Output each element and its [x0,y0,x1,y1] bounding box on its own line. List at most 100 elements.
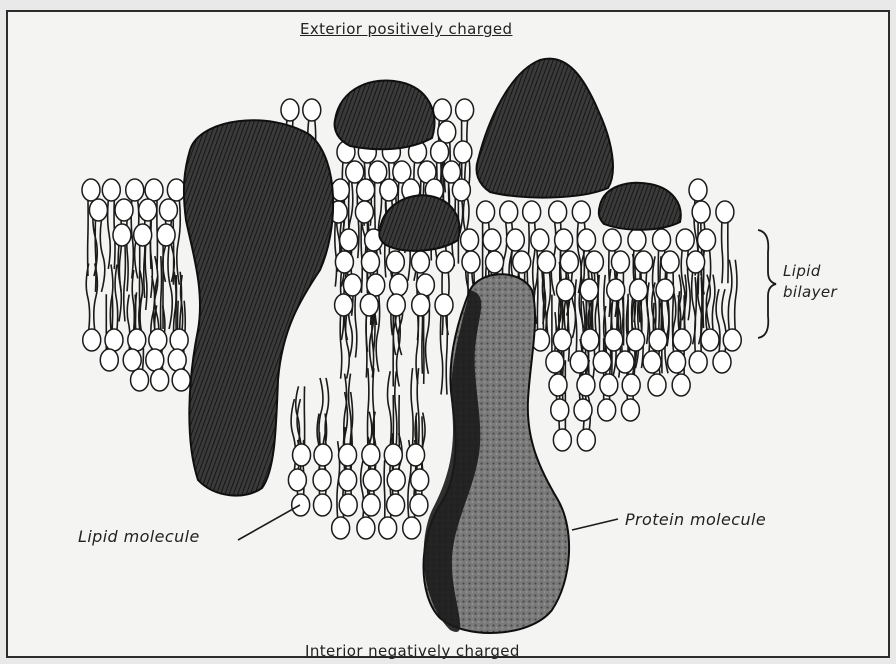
lipid-head [292,494,310,516]
lipid-head [416,274,434,296]
lipid-head [387,469,405,491]
lipid-tail [695,277,696,352]
transmembrane-protein-left [184,120,333,495]
lipid-head [553,329,571,351]
lipid-head [635,251,653,273]
lipid-head [648,374,666,396]
lipid-head [411,251,429,273]
exterior-label: Exterior positively charged [300,20,512,38]
lipid-tail [366,315,367,378]
protein-molecule-label: Protein molecule [625,510,766,529]
lipid-head [332,517,350,539]
lipid-head [281,99,299,121]
lipid-head [581,329,599,351]
lipid-head [452,179,470,201]
lipid-tail [168,245,172,329]
lipid-head [390,274,408,296]
lipid-head [113,224,131,246]
peripheral-protein-right [477,59,613,198]
lipid-head [436,251,454,273]
lipid-tail [543,273,544,330]
lipid-head [149,329,167,351]
peripheral-protein-center [379,195,459,250]
lipid-head [100,349,118,371]
lipid-head [293,444,311,466]
lipid-head [367,274,385,296]
lipid-tail [100,220,105,292]
lipid-head [549,374,567,396]
lipid-head [363,469,381,491]
lipid-head [335,294,353,316]
lipid-head [335,251,353,273]
lipid-head [572,201,590,223]
lipid-tail [395,371,397,445]
lipid-head [411,469,429,491]
lipid-head [314,444,332,466]
lipid-head [656,279,674,301]
lipid-head [600,374,618,396]
lipid-head [433,99,451,121]
lipid-head [577,429,595,451]
lipid-tail [145,245,147,310]
lipid-head [643,351,661,373]
lipid-head [355,201,373,223]
lipid-head [331,179,349,201]
lipid-head [673,329,691,351]
lipid-head [483,229,501,251]
lipid-head [553,429,571,451]
lipid-tail [722,222,723,283]
lipid-head [605,329,623,351]
lipid-tail [346,315,350,379]
lipid-head [560,251,578,273]
lipid-tail [388,371,392,445]
lipid-head [593,351,611,373]
lipid-head [145,179,163,201]
lipid-head [607,279,625,301]
lipid-head [438,121,456,143]
lipid-head [386,251,404,273]
interior-label: Interior negatively charged [305,642,520,660]
lipid-head [701,329,719,351]
lipid-head [168,349,186,371]
lipid-head [170,329,188,351]
lipid-head [115,199,133,221]
lipid-head [361,251,379,273]
lipid-head [621,399,639,421]
lipid-head [556,279,574,301]
peripheral-protein-top [335,81,435,150]
lipid-head [167,179,185,201]
lipid-head [477,201,495,223]
lipid-head [82,179,100,201]
lipid-head [549,201,567,223]
lipid-head [611,251,629,273]
lipid-head [598,399,616,421]
lipid-head [627,329,645,351]
lipid-head [456,99,474,121]
lipid-tail [384,460,385,518]
lipid-head [629,279,647,301]
lipid-head [462,251,480,273]
lipid-head [435,294,453,316]
lipid-head [523,201,541,223]
lipid-head [689,351,707,373]
bilayer-bracket [758,230,776,338]
lipid-head [369,161,387,183]
lipid-head [461,229,479,251]
lipid-bilayer-label-line2: bilayer [783,283,837,301]
protein-molecule-pointer [572,519,618,530]
lipid-tail [335,222,337,287]
lipid-head [616,351,634,373]
lipid-tail [132,270,134,330]
lipid-head [102,179,120,201]
lipid-head [146,349,164,371]
lipid-head [431,141,449,163]
lipid-head [131,369,149,391]
lipid-head [357,179,375,201]
lipid-head [412,294,430,316]
lipid-head [387,494,405,516]
lipid-head [585,251,603,273]
lipid-head [661,251,679,273]
lipid-head [649,329,667,351]
lipid-tail [340,315,342,379]
